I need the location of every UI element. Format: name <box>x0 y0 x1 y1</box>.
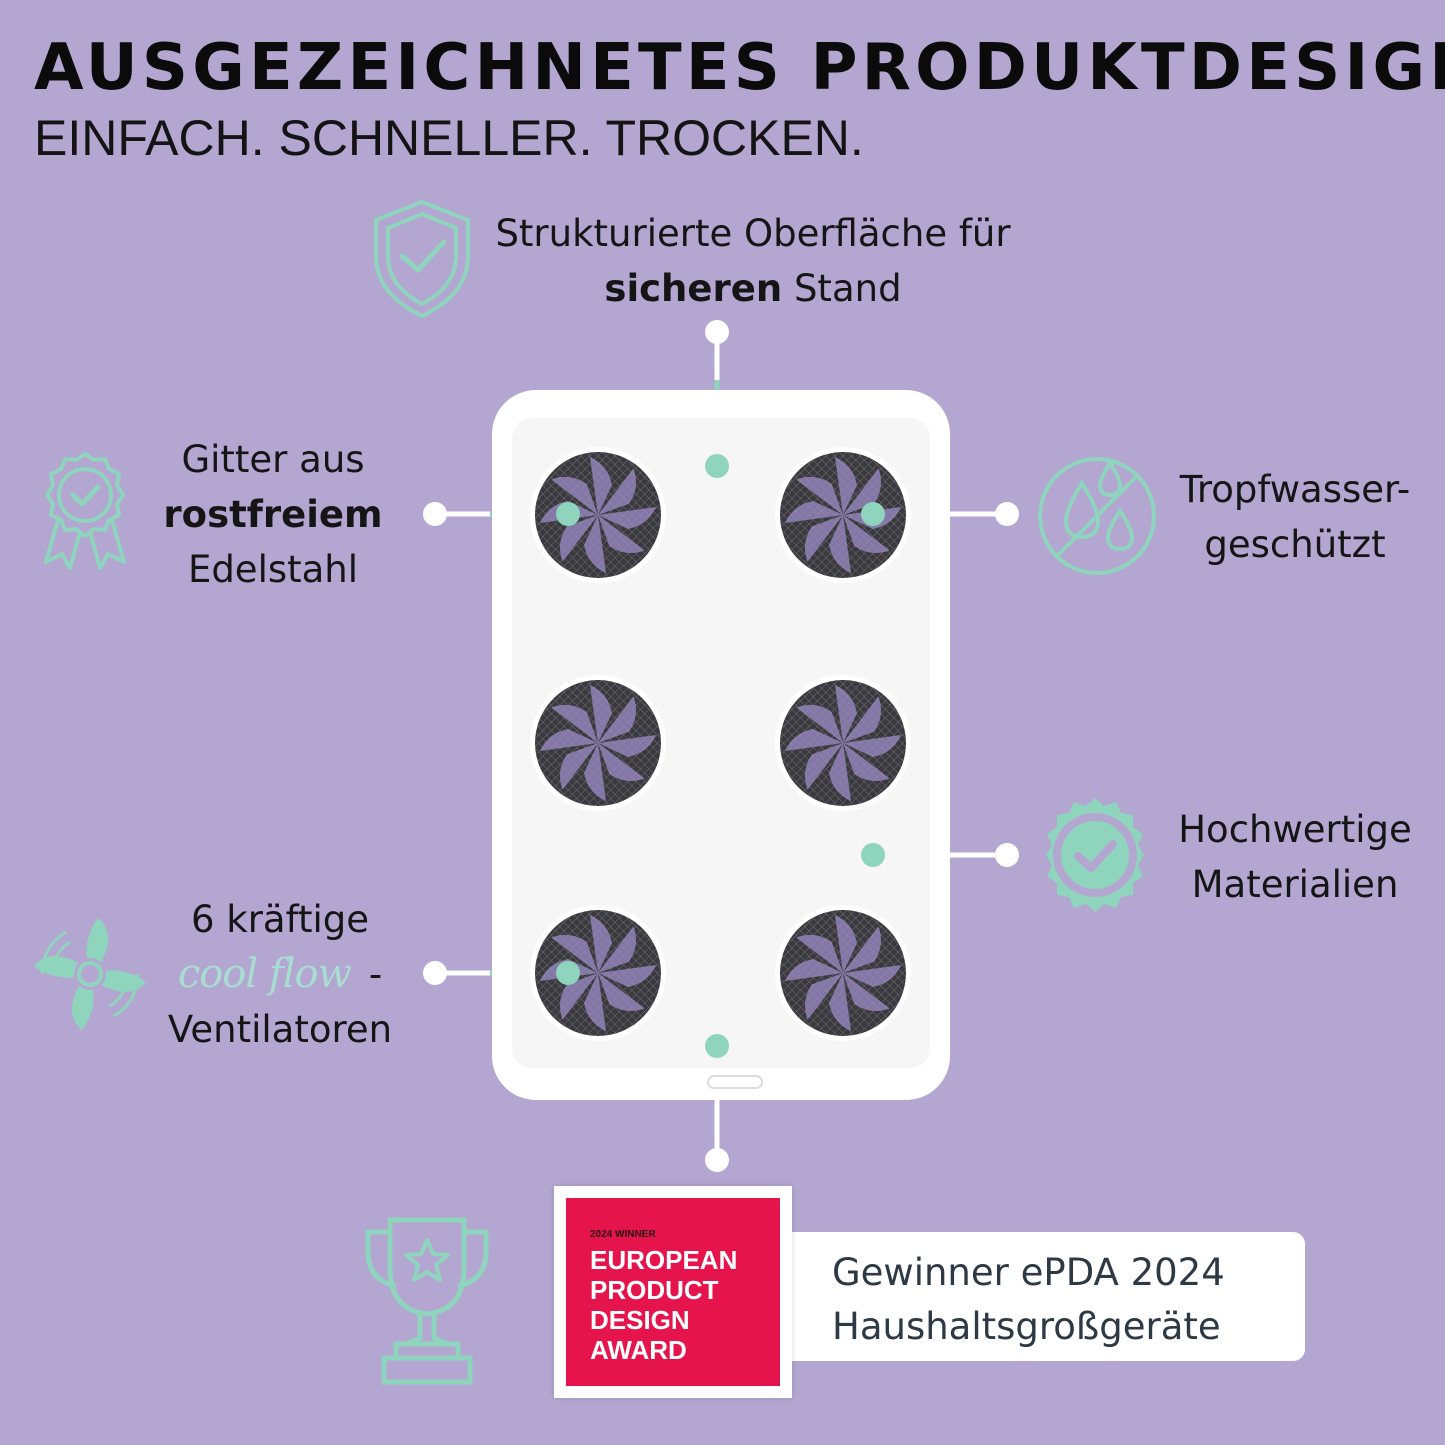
feature-drip: Tropfwasser- geschützt <box>1160 462 1430 572</box>
feature-surface-rest: Stand <box>782 267 902 310</box>
rosette-check-icon <box>44 452 126 570</box>
feature-surface-line1: Strukturierte Oberfläche für <box>495 212 1011 255</box>
feature-grid-line1: Gitter aus <box>181 438 365 481</box>
award-word-4: AWARD <box>590 1335 687 1365</box>
fan-icon <box>34 918 146 1030</box>
cool-flow-logo: cool flow <box>177 951 352 997</box>
fan-grid <box>530 447 911 1041</box>
feature-fans: 6 kräftige cool flow- Ventilatoren <box>150 892 410 1057</box>
no-water-drops-icon <box>1038 457 1156 575</box>
feature-grid-line3: Edelstahl <box>187 548 359 591</box>
award-line2: Haushaltsgroßgeräte <box>832 1305 1221 1348</box>
page-subtitle: EINFACH. SCHNELLER. TROCKEN. <box>34 110 864 166</box>
feature-fans-line3: Ventilatoren <box>167 1008 393 1051</box>
feature-surface-bold: sicheren <box>604 267 783 310</box>
product-mat <box>492 390 950 1100</box>
award-word-1: EUROPEAN <box>590 1245 738 1275</box>
award-word-3: DESIGN <box>590 1305 690 1335</box>
badge-check-icon <box>1046 798 1144 912</box>
feature-materials-line1: Hochwertige <box>1178 808 1412 851</box>
trophy-star-icon <box>365 1217 489 1385</box>
award-word-2: PRODUCT <box>590 1275 719 1305</box>
feature-fans-line1: 6 kräftige <box>190 898 370 941</box>
award-text-box: Gewinner ePDA 2024 Haushaltsgroßgeräte <box>770 1232 1305 1361</box>
page-title: AUSGEZEICHNETES PRODUKTDESIGN <box>34 31 1445 105</box>
feature-surface: Strukturierte Oberfläche für sicheren St… <box>468 206 1038 316</box>
award-logo: 2024 WINNER EUROPEAN PRODUCT DESIGN AWAR… <box>566 1198 780 1386</box>
feature-grid-bold: rostfreiem <box>163 493 383 536</box>
feature-drip-line1: Tropfwasser- <box>1179 468 1411 511</box>
shield-check-icon <box>374 199 470 319</box>
feature-fans-dash: - <box>368 953 383 996</box>
feature-grid: Gitter aus rostfreiem Edelstahl <box>140 432 406 597</box>
award-winner-year: 2024 WINNER <box>590 1229 656 1240</box>
award-line1: Gewinner ePDA 2024 <box>832 1251 1225 1294</box>
feature-materials-line2: Materialien <box>1191 863 1399 906</box>
feature-drip-line2: geschützt <box>1204 523 1386 566</box>
feature-materials: Hochwertige Materialien <box>1160 802 1430 912</box>
award-badge: 2024 WINNER EUROPEAN PRODUCT DESIGN AWAR… <box>554 1186 792 1398</box>
